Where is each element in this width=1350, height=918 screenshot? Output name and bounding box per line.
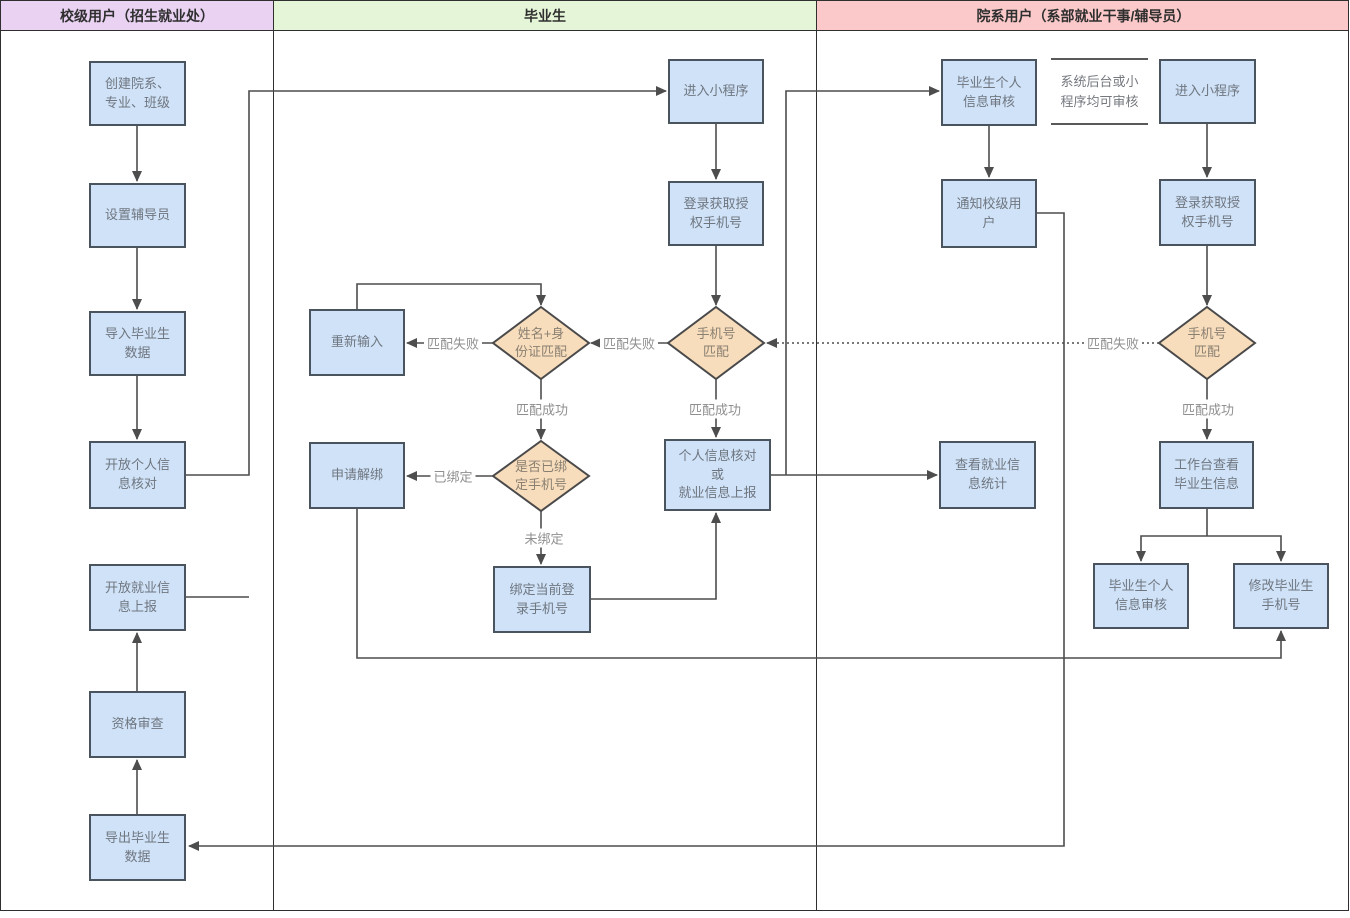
node-grad-info-review-bottom: 毕业生个人 信息审核 (1093, 563, 1189, 629)
node-grad-info-review-top: 毕业生个人 信息审核 (941, 59, 1037, 126)
node-personal-or-employment: 个人信息核对 或 就业信息上报 (664, 439, 771, 511)
node-reenter: 重新输入 (309, 309, 405, 376)
decision-label-bind-check: 是否已绑 定手机号 (514, 459, 567, 492)
edge-label-success-phone-dept: 匹配成功 (1178, 399, 1238, 419)
node-view-employment-stats: 查看就业信 息统计 (939, 441, 1036, 509)
edge-label-success-phone-grad: 匹配成功 (685, 399, 745, 419)
node-workbench-view: 工作台查看 毕业生信息 (1159, 441, 1254, 509)
node-create-org: 创建院系、 专业、班级 (89, 61, 186, 126)
node-export-grads: 导出毕业生 数据 (89, 814, 186, 881)
decision-label-phone-dept: 手机号 匹配 (1187, 326, 1227, 359)
edge-label-fail-phone-grad: 匹配失败 (599, 333, 659, 353)
decision-label-phone-grad: 手机号 匹配 (696, 326, 736, 359)
edge-label-fail-phone-dept: 匹配失败 (1083, 333, 1143, 353)
edge-label-bound: 已绑定 (430, 466, 476, 486)
node-login-auth-grad: 登录获取授 权手机号 (668, 181, 764, 246)
node-open-employment-report: 开放就业信 息上报 (89, 564, 186, 631)
edge-label-success-name-id: 匹配成功 (512, 399, 572, 419)
node-open-personal-check: 开放个人信 息核对 (89, 441, 186, 509)
node-qualification-review: 资格审查 (89, 691, 186, 758)
lane-header-department-user: 院系用户（系部就业干事/辅导员） (816, 1, 1348, 31)
node-enter-mini-dept: 进入小程序 (1159, 59, 1256, 124)
node-set-counselor: 设置辅导员 (89, 183, 186, 248)
edge-label-unbound: 未绑定 (521, 528, 567, 548)
annotation-review-note: 系统后台或小 程序均可审核 (1051, 58, 1148, 125)
node-notify-school: 通知校级用 户 (941, 179, 1037, 248)
node-import-grads: 导入毕业生 数据 (89, 311, 186, 376)
lane-header-graduate: 毕业生 (273, 1, 816, 31)
node-apply-unbind: 申请解绑 (309, 442, 405, 509)
node-login-auth-dept: 登录获取授 权手机号 (1159, 179, 1256, 246)
decision-label-name-id: 姓名+身 份证匹配 (514, 326, 567, 359)
lane-department-user (816, 1, 1348, 910)
lane-header-school-user: 校级用户（招生就业处） (1, 1, 273, 31)
node-bind-current-phone: 绑定当前登 录手机号 (493, 566, 591, 633)
edge-label-fail-name-id: 匹配失败 (423, 333, 483, 353)
node-enter-mini-grad: 进入小程序 (668, 59, 764, 124)
node-modify-grad-phone: 修改毕业生 手机号 (1233, 563, 1329, 629)
